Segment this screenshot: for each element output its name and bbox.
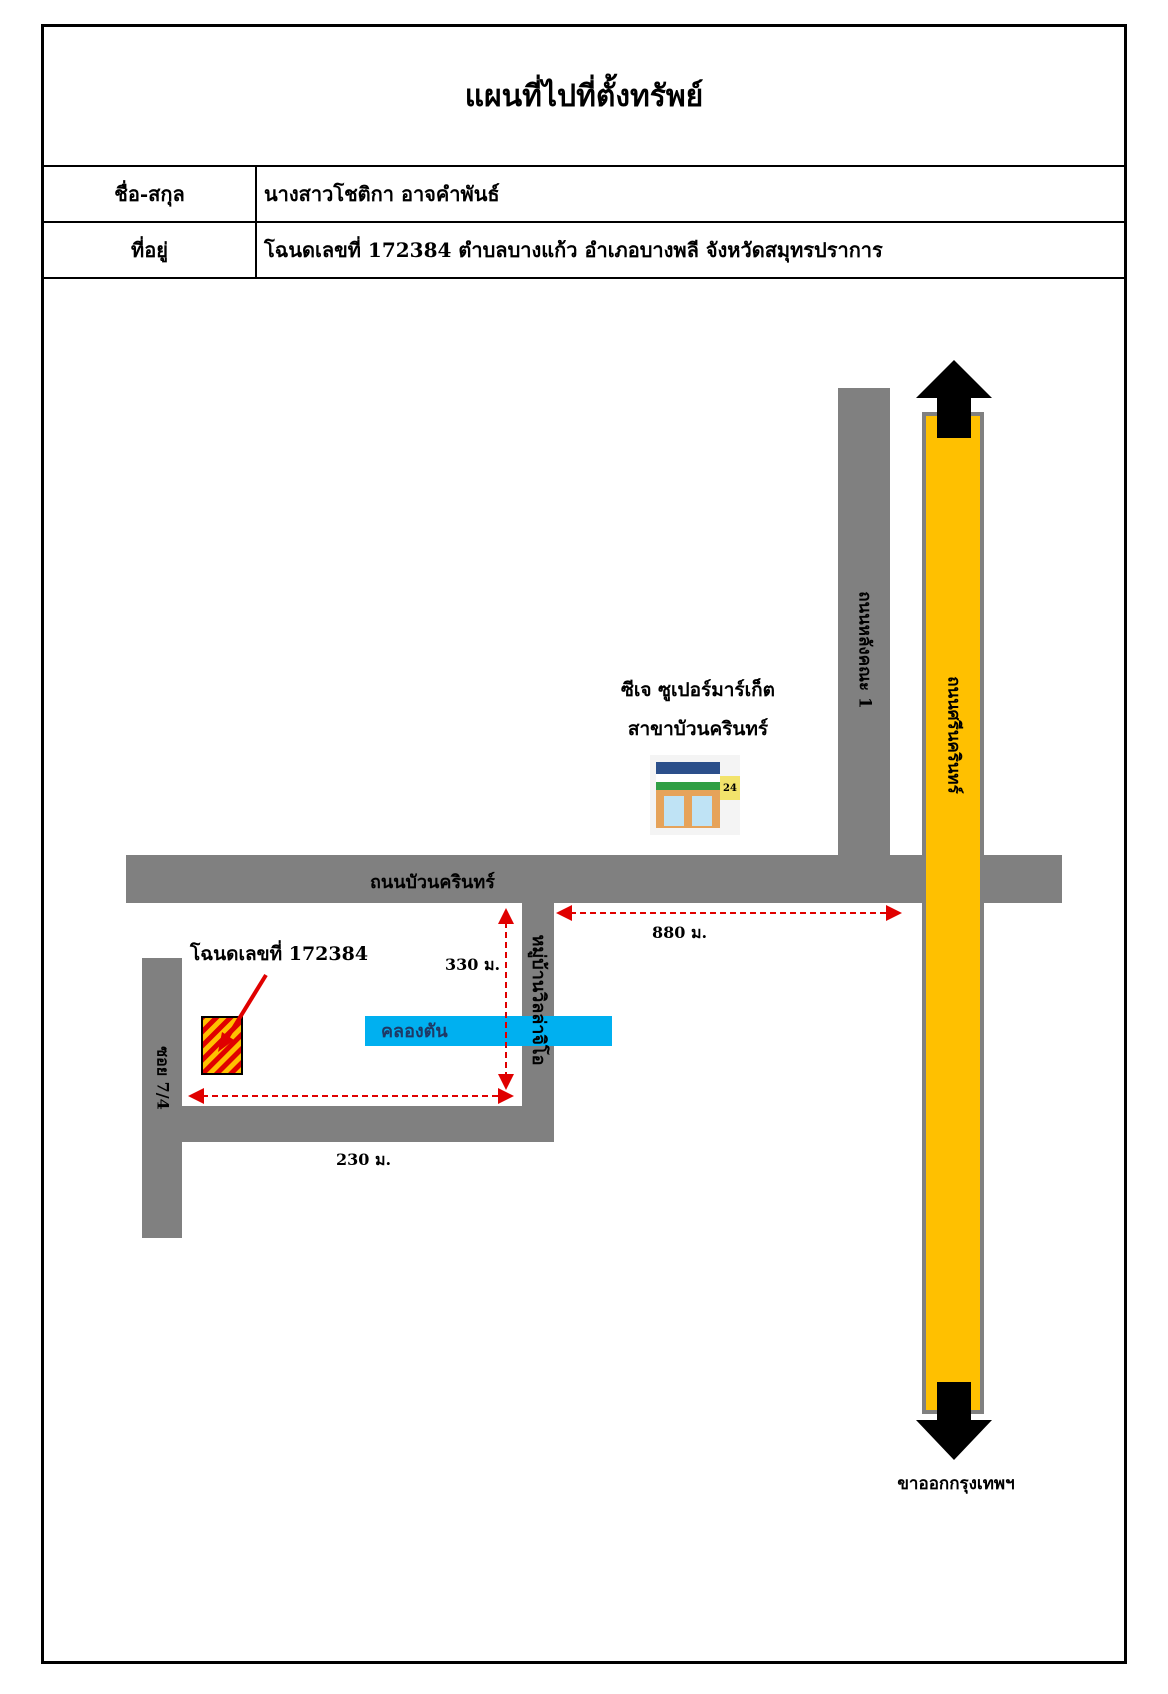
- road-soi-7-4: [142, 958, 182, 1238]
- road-connector: [180, 1106, 554, 1142]
- title-row: แผนที่ไปที่ตั้งทรัพย์: [44, 27, 1124, 167]
- store-name-label: ซีเจ ซูเปอร์มาร์เก็ต: [621, 677, 775, 702]
- store-branch-label: สาขาบัวนครินทร์: [628, 718, 769, 740]
- name-value: นางสาวโชติกา อาจคำพันธ์: [264, 182, 500, 206]
- distance-north-label: 330 ม.: [445, 955, 500, 974]
- arrow-down-icon: [916, 1382, 992, 1460]
- store-icon: 24: [650, 755, 740, 835]
- village-road-label: หมู่บ้านวิลล่าจิโอ: [527, 935, 550, 1066]
- road-bua-nakarin-label: ถนนบัวนครินทร์: [370, 871, 495, 893]
- name-label: ชื่อ-สกุล: [44, 167, 257, 221]
- address-value: โฉนดเลขที่ 172384 ตำบลบางแก้ว อำเภอบางพล…: [264, 238, 883, 262]
- store-badge: 24: [723, 783, 737, 794]
- distance-west-label: 230 ม.: [336, 1150, 391, 1169]
- highway-label: ถนนศรีนครินทร์: [944, 676, 965, 794]
- distance-east-label: 880 ม.: [652, 923, 707, 942]
- property-pointer-head: [218, 1032, 234, 1052]
- map-sheet-frame: แผนที่ไปที่ตั้งทรัพย์ ชื่อ-สกุล นางสาวโช…: [41, 24, 1127, 1664]
- property-label: โฉนดเลขที่ 172384: [189, 940, 368, 965]
- address-label: ที่อยู่: [44, 223, 257, 277]
- road-north-1: [838, 388, 890, 858]
- highway-srinakarin: [922, 412, 984, 1414]
- page-title: แผนที่ไปที่ตั้งทรัพย์: [464, 78, 704, 114]
- canal-label: คลองตัน: [381, 1021, 448, 1042]
- address-row: ที่อยู่ โฉนดเลขที่ 172384 ตำบลบางแก้ว อำ…: [44, 223, 1124, 279]
- arrow-up-icon: [916, 360, 992, 438]
- property-pointer: [224, 973, 268, 1042]
- direction-label: ขาออกกรุงเทพฯ: [897, 1474, 1014, 1494]
- name-row: ชื่อ-สกุล นางสาวโชติกา อาจคำพันธ์: [44, 167, 1124, 223]
- road-north-1-label: ถนนหลังคณะ 1: [855, 591, 875, 708]
- canal-ton: [365, 1016, 612, 1046]
- soi-label: ซอย 7/4: [154, 1046, 173, 1110]
- road-bua-nakarin: [126, 855, 1062, 903]
